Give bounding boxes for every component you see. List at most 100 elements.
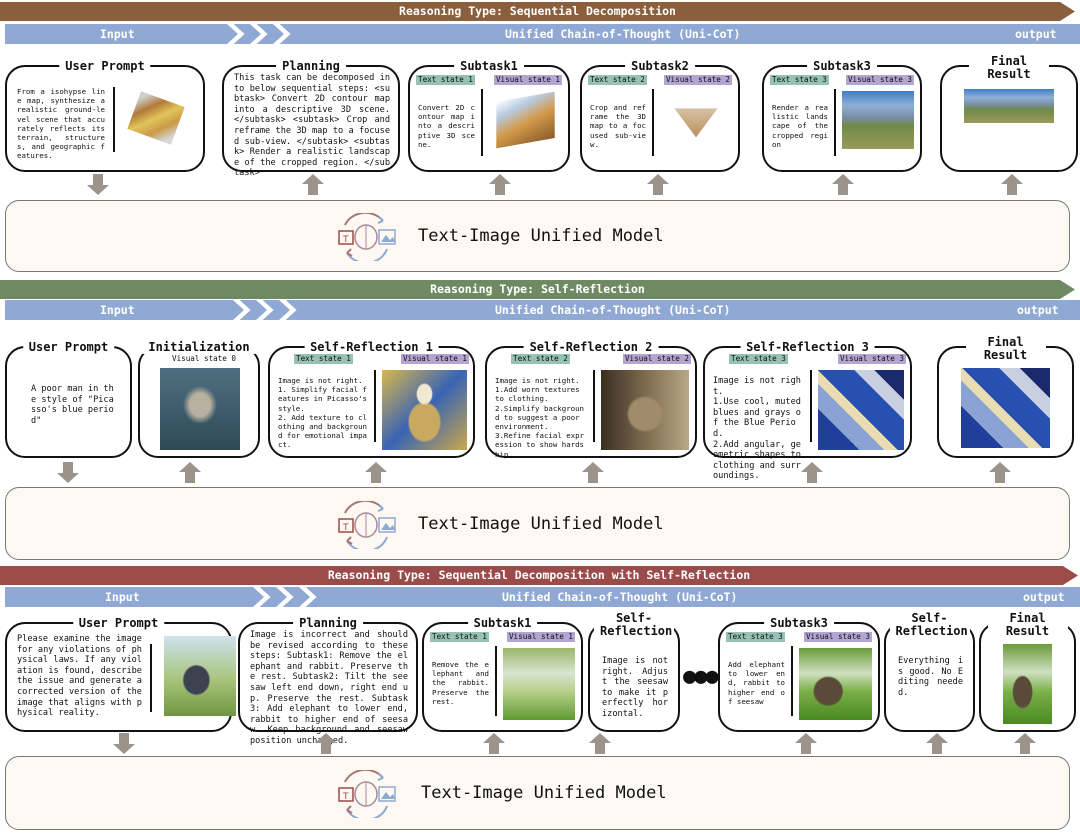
output-label: output [1023, 590, 1065, 604]
arrowhead [57, 473, 79, 483]
arrowhead [582, 462, 604, 472]
box-title: User Prompt [59, 60, 151, 73]
image-picasso-portrait [382, 370, 467, 450]
arrowhead [589, 733, 611, 743]
chevron-icon [299, 587, 317, 607]
arrow-stem [801, 743, 811, 754]
prompt-text: Please examine the image for any violati… [17, 634, 148, 719]
text-state-label: Text state 3 [726, 632, 785, 642]
divider [495, 646, 497, 716]
chevron-icon [276, 587, 294, 607]
arrowhead [647, 174, 669, 184]
chevron-icon [279, 300, 297, 320]
arrow-down-icon [57, 462, 79, 483]
box-title: Planning [293, 617, 363, 630]
state-text: Add elephant to lower end, rabbit to hig… [728, 660, 790, 706]
svg-text:T: T [342, 792, 349, 802]
box-title: Self-Reflection [889, 612, 970, 638]
state-text: Crop and reframe the 3D map to a focused… [590, 103, 651, 149]
image-cubist-portrait [818, 370, 904, 450]
image-mountain-landscape [842, 91, 914, 149]
chevron-icon [253, 587, 271, 607]
visual-state-label: Visual state 2 [622, 354, 691, 364]
svg-text:T: T [342, 235, 349, 245]
input-label: Input [100, 303, 135, 317]
arrow-up-icon [795, 733, 817, 754]
divider [810, 370, 812, 442]
image-park-seesaw [503, 648, 575, 720]
arrow-up-icon [832, 174, 854, 195]
uni-cot-label: Unified Chain-of-Thought (Uni-CoT) [505, 27, 741, 41]
unified-model-box: T Text-Image Unified Model [5, 487, 1070, 560]
arrow-up-icon [582, 462, 604, 483]
divider [150, 644, 152, 712]
box-title: Subtask3 [807, 60, 877, 73]
box-title: Self-Reflection 1 [304, 341, 439, 354]
arrow-down-icon [113, 733, 135, 754]
arrow-up-icon [1014, 733, 1036, 754]
state-text: Render a realistic landscape of the crop… [772, 103, 833, 149]
arrowhead [315, 733, 337, 743]
box-title: Self-Reflection 2 [523, 341, 659, 354]
arrowhead [113, 744, 135, 754]
box-title: Self-Reflection 3 [740, 341, 875, 354]
box-title: Final Result [965, 336, 1046, 362]
text-state-label: Text state 3 [770, 75, 829, 85]
unified-model-label: Text-Image Unified Model [418, 226, 664, 246]
box-title: Final Result [969, 55, 1049, 81]
unified-model-icon: T [331, 768, 401, 821]
box-title: Planning [276, 60, 346, 73]
arrow-stem [588, 472, 598, 483]
visual-state-label: Visual state 1 [506, 632, 575, 642]
arrowhead [989, 462, 1011, 472]
unified-model-label: Text-Image Unified Model [418, 513, 664, 534]
planning-text: Image is incorrect and should be revised… [250, 630, 414, 746]
arrow-up-icon [489, 174, 511, 195]
arrowhead [832, 174, 854, 184]
arrowhead [87, 185, 109, 195]
state-text: Image is not right. 1.Use cool, muted bl… [713, 376, 801, 482]
divider [791, 646, 793, 716]
svg-text:T: T [342, 523, 349, 533]
state-text: Remove the elephant and the rabbit. Pres… [432, 660, 494, 706]
visual-state-label: Visual state 3 [803, 632, 872, 642]
text-state-label: Text state 1 [416, 75, 475, 85]
arrowhead [489, 174, 511, 184]
chevron-icon [256, 300, 274, 320]
divider [652, 89, 654, 156]
arrowhead [365, 462, 387, 472]
arrow-up-icon [179, 462, 201, 483]
arrow-up-icon [801, 462, 823, 483]
arrow-up-icon [365, 462, 387, 483]
ellipsis-icon: ●●● [683, 664, 719, 689]
divider [481, 89, 483, 156]
visual-state-label: Visual state 3 [837, 354, 906, 364]
arrow-up-icon [483, 733, 505, 754]
image-man-portrait-blue [160, 368, 240, 450]
final-box: Final Result [979, 612, 1076, 732]
output-label: output [1015, 27, 1057, 41]
box-title: User Prompt [22, 341, 115, 354]
arrow-stem [932, 743, 942, 754]
divider [834, 89, 836, 156]
image-mountain-landscape [964, 89, 1054, 123]
arrowhead [302, 174, 324, 184]
chevron-icon [233, 300, 251, 320]
uni-cot-label: Unified Chain-of-Thought (Uni-CoT) [495, 303, 731, 317]
box-title: Subtask1 [467, 617, 538, 630]
arrow-stem [1020, 743, 1030, 754]
arrowhead [801, 462, 823, 472]
arrow-stem [595, 743, 605, 754]
text-state-label: Text state 1 [430, 632, 489, 642]
image-elephant-seesaw-correct [799, 648, 872, 720]
arrow-up-icon [647, 174, 669, 195]
arrow-stem [838, 184, 848, 195]
